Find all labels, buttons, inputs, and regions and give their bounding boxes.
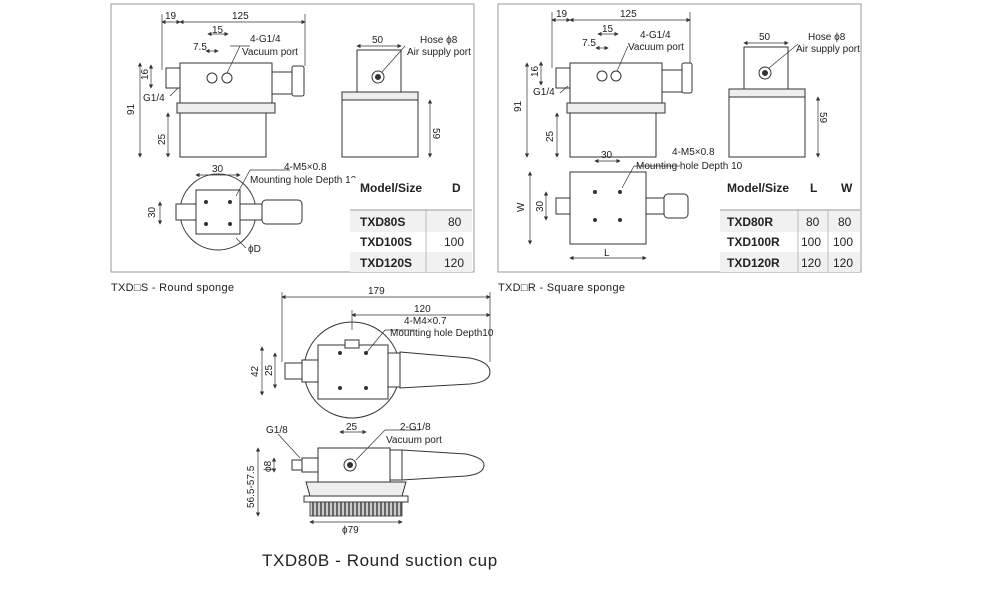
- dim-91: 91: [513, 100, 524, 112]
- table-cell: 100: [444, 235, 464, 249]
- label-m5: 4-M5×0.8: [672, 147, 715, 158]
- size-table-s: Model/Size D TXD80S 80 TXD100S 100 TXD12…: [350, 178, 472, 272]
- dim-16: 16: [140, 68, 151, 80]
- side-dim-59: 59: [430, 128, 441, 140]
- table-header-l: L: [810, 181, 817, 195]
- dim-19: 19: [165, 11, 177, 22]
- side-dim-59: 59: [817, 112, 828, 124]
- side-view-b: [291, 447, 485, 503]
- top-dim-w: W: [516, 202, 527, 212]
- table-row: TXD80S: [360, 215, 405, 229]
- table-cell: 80: [838, 215, 852, 229]
- label-hose: Hose ϕ8: [420, 35, 458, 46]
- table-row: TXD120R: [727, 256, 780, 270]
- dim-120: 120: [414, 304, 431, 315]
- dim-phi-79: ϕ79: [342, 525, 359, 536]
- dim-16: 16: [530, 65, 541, 77]
- label-phi-d: ϕD: [248, 244, 261, 255]
- suction-cup-grid: [309, 501, 403, 517]
- side-view: [728, 46, 806, 158]
- table-cell: 80: [806, 215, 820, 229]
- label-4-g1-4: 4-G1/4: [640, 30, 671, 41]
- top-view-b: [284, 321, 491, 419]
- label-air-supply: Air supply port: [796, 44, 860, 55]
- dim-7-5: 7.5: [582, 38, 596, 49]
- top-dim-30: 30: [212, 164, 224, 175]
- caption-square-sponge: TXD□R - Square sponge: [498, 282, 625, 294]
- label-4-g1-4: 4-G1/4: [250, 34, 281, 45]
- front-dimensions: [137, 14, 306, 158]
- panel-round-suction-cup: 179 120 42 25 25 4-M4×0.7 Mounting hole …: [246, 286, 498, 570]
- label-m4: 4-M4×0.7: [404, 316, 447, 327]
- dim-179: 179: [368, 286, 385, 297]
- dim-19: 19: [556, 9, 568, 20]
- side-dim-50: 50: [759, 32, 771, 43]
- dim-25: 25: [157, 133, 168, 145]
- dim-42: 42: [250, 365, 261, 377]
- label-mounting-hole: Mounting hole Depth 10: [250, 175, 357, 186]
- table-cell: 80: [448, 215, 462, 229]
- panel-round-sponge: 19 125 15 7.5 16 91 25 4-G1/4 Vacuum por…: [110, 3, 475, 294]
- front-view: [555, 62, 693, 158]
- label-2-g1-8: 2-G1/8: [400, 422, 431, 433]
- dim-15: 15: [212, 25, 224, 36]
- table-row: TXD100S: [360, 235, 412, 249]
- panel-square-sponge: 19 125 15 7.5 16 91 25 4-G1/4 Vacuum por…: [497, 3, 862, 294]
- table-cell: 100: [833, 235, 853, 249]
- top-dim-l: L: [604, 248, 610, 259]
- table-cell: 120: [801, 256, 821, 270]
- top-dim-30-vert: 30: [147, 206, 158, 218]
- caption-round-suction-cup: TXD80B - Round suction cup: [262, 551, 498, 570]
- panel-frame: [110, 3, 475, 273]
- dim-25: 25: [545, 130, 556, 142]
- top-dim-30: 30: [601, 150, 613, 161]
- dim-25: 25: [346, 422, 358, 433]
- table-header-w: W: [841, 181, 853, 195]
- dim-91: 91: [126, 103, 137, 115]
- table-row: TXD120S: [360, 256, 412, 270]
- label-g1-4: G1/4: [143, 93, 165, 104]
- panel-frame: [497, 3, 862, 273]
- label-air-supply: Air supply port: [407, 47, 471, 58]
- top-view: [555, 171, 689, 245]
- side-view: [341, 49, 419, 158]
- table-row: TXD80R: [727, 215, 773, 229]
- label-vacuum-port: Vacuum port: [242, 47, 298, 58]
- dim-25-vert: 25: [264, 364, 275, 376]
- caption-round-sponge: TXD□S - Round sponge: [111, 282, 234, 294]
- top-dim-30-vert: 30: [535, 200, 546, 212]
- size-table-r: Model/Size L W TXD80R 80 80 TXD100R 100 …: [720, 174, 860, 272]
- table-header-model: Model/Size: [360, 181, 422, 195]
- label-vacuum-port: Vacuum port: [628, 42, 684, 53]
- dim-15: 15: [602, 24, 614, 35]
- dim-125: 125: [232, 11, 249, 22]
- label-mounting-hole-b: Mounting hole Depth10: [390, 328, 494, 339]
- label-g1-8: G1/8: [266, 425, 288, 436]
- front-view: [165, 62, 305, 158]
- dim-125: 125: [620, 9, 637, 20]
- label-vacuum-port-b: Vacuum port: [386, 435, 442, 446]
- table-cell: 120: [444, 256, 464, 270]
- side-dim-50: 50: [372, 35, 384, 46]
- table-cell: 120: [833, 256, 853, 270]
- table-row: TXD100R: [727, 235, 780, 249]
- table-header-d: D: [452, 181, 461, 195]
- label-g1-4: G1/4: [533, 87, 555, 98]
- label-mounting-hole: Mounting hole Depth 10: [636, 161, 743, 172]
- table-header-model: Model/Size: [727, 181, 789, 195]
- table-cell: 100: [801, 235, 821, 249]
- label-m5: 4-M5×0.8: [284, 162, 327, 173]
- dim-56-5-57-5: 56.5-57.5: [246, 465, 257, 508]
- dim-phi-8: ϕ8: [263, 460, 274, 472]
- label-hose: Hose ϕ8: [808, 32, 846, 43]
- dim-7-5: 7.5: [193, 42, 207, 53]
